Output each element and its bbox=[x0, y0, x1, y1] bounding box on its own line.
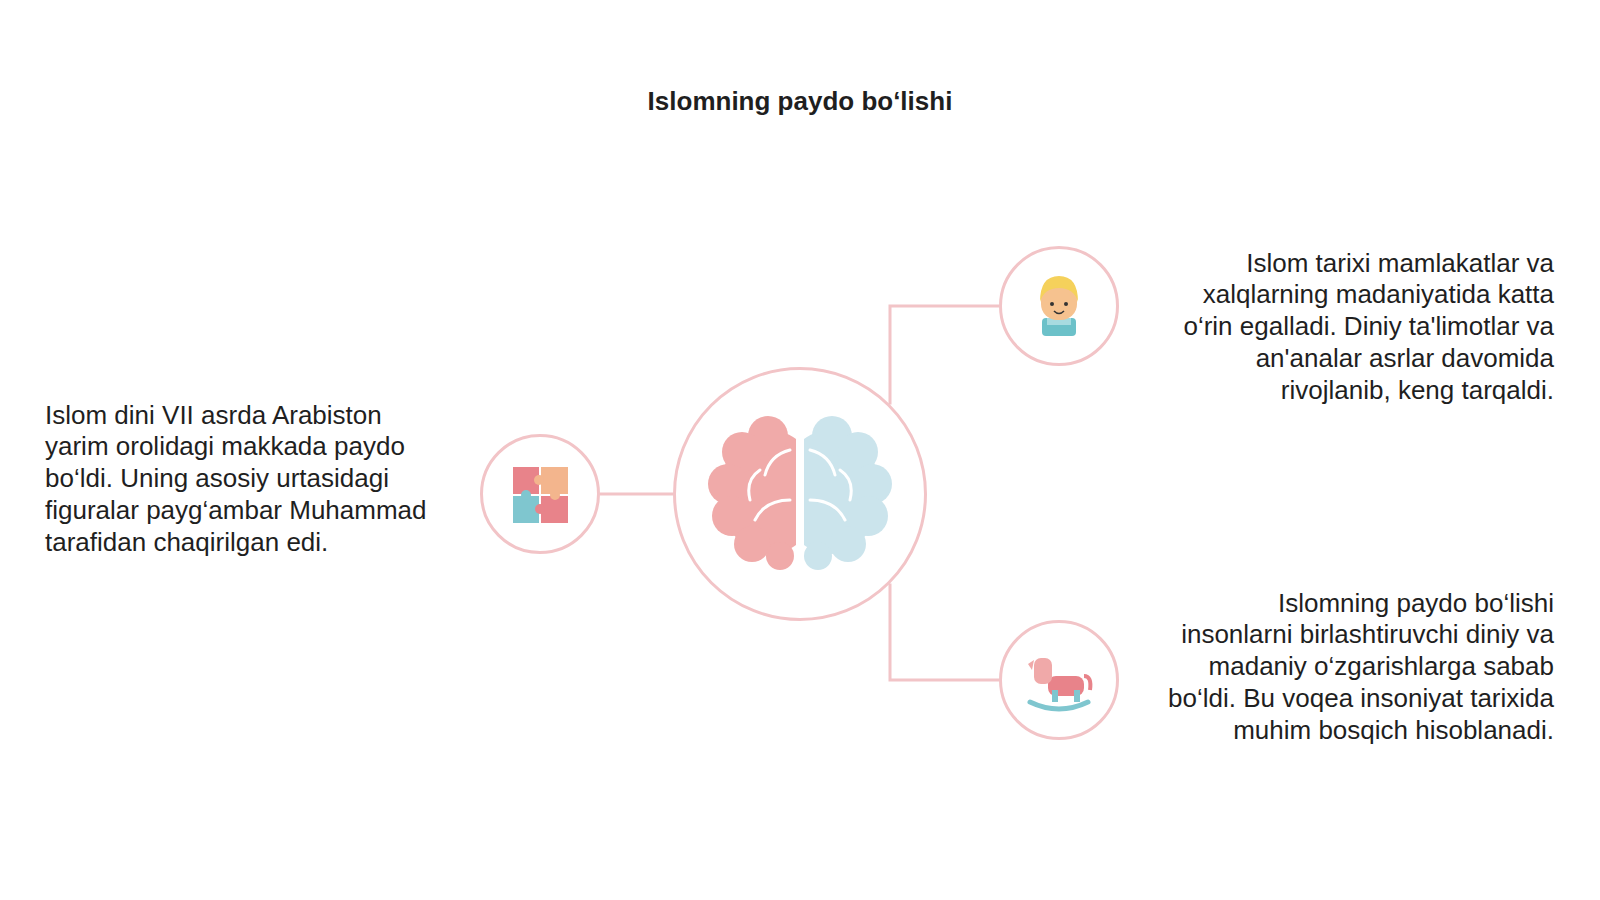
connector-line bbox=[600, 493, 673, 496]
central-circle bbox=[673, 367, 927, 621]
puzzle-icon bbox=[513, 467, 568, 523]
topic-circle: Islom tarixi mamlakatlar va xalqlarning … bbox=[999, 246, 1119, 366]
circle-outline bbox=[999, 620, 1119, 740]
brain-icon bbox=[708, 416, 892, 570]
circle-outline bbox=[673, 367, 927, 621]
title: Islomning paydo bo‘lishi bbox=[0, 86, 1600, 117]
circle-border bbox=[1001, 622, 1118, 739]
topic-circle: Islom dini VII asrda Arabiston yarim oro… bbox=[480, 434, 600, 554]
description-text: Islom dini VII asrda Arabiston yarim oro… bbox=[45, 400, 440, 559]
topic-circle: Islomning paydo bo‘lishi insonlarni birl… bbox=[999, 620, 1119, 740]
description-text: Islom tarixi mamlakatlar va xalqlarning … bbox=[1164, 248, 1554, 407]
circle-border bbox=[1001, 248, 1118, 365]
circle-outline bbox=[999, 246, 1119, 366]
description-text: Islomning paydo bo‘lishi insonlarni birl… bbox=[1164, 588, 1554, 747]
connector-line bbox=[890, 306, 999, 404]
circle-border bbox=[675, 369, 926, 620]
child-icon bbox=[1040, 276, 1078, 336]
circle-border bbox=[482, 436, 599, 553]
circle-outline bbox=[480, 434, 600, 554]
connector-line bbox=[890, 584, 999, 680]
rocking-horse-icon bbox=[1028, 658, 1090, 709]
